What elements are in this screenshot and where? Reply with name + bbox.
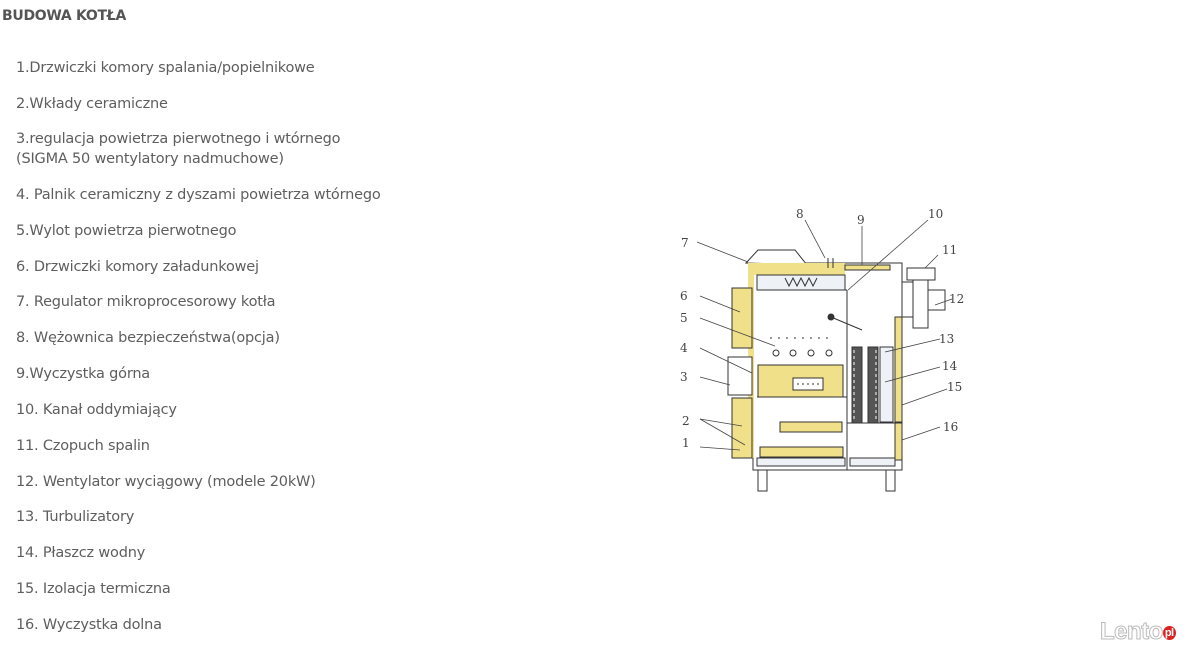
- list-item: 2.Wkłady ceramiczne: [16, 96, 168, 112]
- diagram-label: 7: [681, 236, 689, 250]
- diagram-label: 1: [682, 436, 690, 450]
- list-item: 6. Drzwiczki komory załadunkowej: [16, 259, 259, 275]
- list-item: 14. Płaszcz wodny: [16, 545, 146, 561]
- air-regulator: [727, 356, 753, 396]
- list-item: (SIGMA 50 wentylatory nadmuchowe): [16, 151, 284, 167]
- diagram-label: 14: [942, 359, 958, 373]
- boiler-leg: [757, 469, 768, 492]
- diagram-label: 3: [680, 370, 688, 384]
- diagram-label: 13: [939, 332, 954, 346]
- diagram-label: 5: [680, 311, 688, 325]
- insulation: [894, 316, 903, 423]
- controller: [744, 249, 809, 266]
- list-item: 4. Palnik ceramiczny z dyszami powietrza…: [16, 187, 381, 203]
- list-item: 5.Wylot powietrza pierwotnego: [16, 223, 237, 239]
- page-title: BUDOWA KOTŁA: [2, 8, 126, 24]
- diagram-label: 8: [796, 207, 804, 221]
- list-item: 16. Wyczystka dolna: [16, 617, 162, 633]
- diagram-label: 12: [949, 292, 964, 306]
- diagram-label: 4: [680, 341, 688, 355]
- list-item: 3.regulacja powietrza pierwotnego i wtór…: [16, 131, 341, 147]
- list-item: 13. Turbulizatory: [16, 509, 135, 525]
- list-item: 11. Czopuch spalin: [16, 438, 150, 454]
- water-jacket: [879, 346, 894, 423]
- diagram-label: 10: [928, 207, 943, 221]
- list-item: 8. Wężownica bezpieczeństwa(opcja): [16, 330, 280, 346]
- ceramic-insert: [759, 446, 844, 458]
- ash-door: [731, 397, 753, 459]
- ceramic-insert: [779, 421, 843, 433]
- list-item: 10. Kanał oddymiający: [16, 402, 177, 418]
- exhaust-fan: [927, 289, 946, 311]
- boiler-leg: [885, 469, 896, 492]
- loading-door: [731, 287, 753, 349]
- diagram-label: 11: [942, 243, 957, 257]
- list-item: 12. Wentylator wyciągowy (modele 20kW): [16, 474, 316, 490]
- diagram-label: 9: [857, 213, 865, 227]
- list-item: 9.Wyczystka górna: [16, 366, 150, 382]
- list-item: 15. Izolacja termiczna: [16, 581, 171, 597]
- watermark-text: Lento: [1100, 618, 1164, 646]
- watermark-suffix: pl: [1162, 625, 1176, 640]
- bottom-cleaning: [894, 422, 903, 461]
- diagram-label: 16: [943, 420, 958, 434]
- list-item: 7. Regulator mikroprocesorowy kotła: [16, 294, 276, 310]
- diagram-label: 2: [682, 414, 690, 428]
- flue: [906, 267, 936, 281]
- diagram-label: 6: [680, 289, 688, 303]
- list-item: 1.Drzwiczki komory spalania/popielnikowe: [16, 60, 315, 76]
- diagram-label: 15: [947, 380, 962, 394]
